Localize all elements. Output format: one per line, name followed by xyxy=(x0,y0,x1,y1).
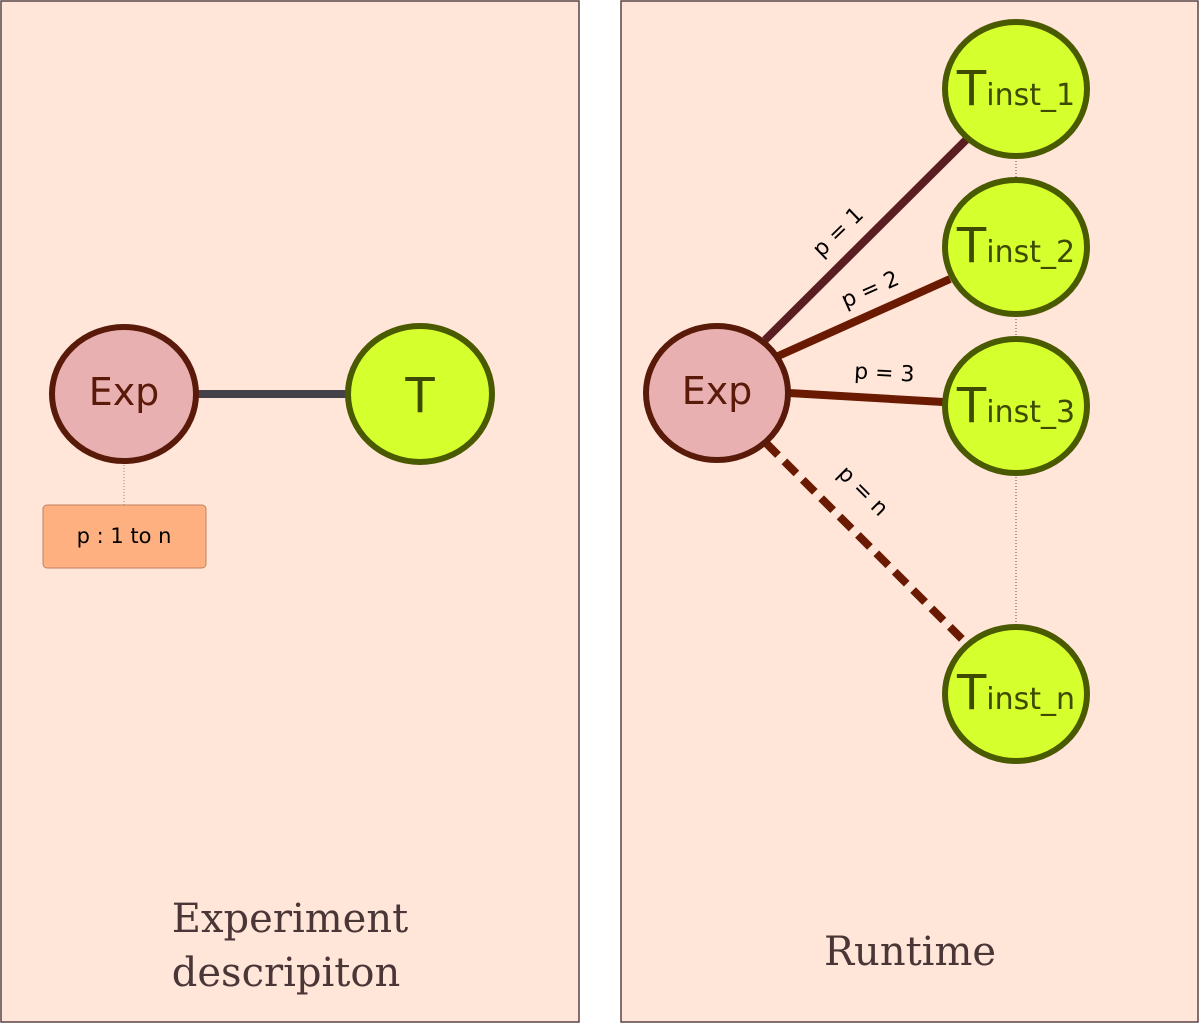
runtime-exp-node xyxy=(643,323,791,463)
task-instance-1-circle xyxy=(942,19,1090,159)
experiment-title-line2: descripiton xyxy=(172,950,400,996)
param-range-label: p : 1 to n xyxy=(77,524,172,548)
runtime-exp-node-label: Exp xyxy=(682,369,753,413)
task-instance-3: Tinst_3 xyxy=(942,336,1090,476)
task-instance-3-sub: inst_3 xyxy=(986,395,1075,430)
task-instance-n-main: T xyxy=(956,665,987,721)
task-instance-2: Tinst_2 xyxy=(942,177,1090,317)
task-instance-3-label: Tinst_3 xyxy=(956,378,1075,434)
param-range-box xyxy=(42,504,207,569)
runtime-title: Runtime xyxy=(824,929,996,975)
edge-p3 xyxy=(788,389,944,406)
runtime-panel: p = 1 p = 2 p = 3 p = n Exp Tinst_1 Tins… xyxy=(620,0,1199,1023)
task-instance-2-circle xyxy=(942,177,1090,317)
task-instance-1-sub: inst_1 xyxy=(986,78,1075,113)
task-instance-2-label: Tinst_2 xyxy=(956,218,1075,274)
task-instance-3-circle xyxy=(942,336,1090,476)
task-instance-n: Tinst_n xyxy=(942,624,1090,764)
right-panel-background xyxy=(620,0,1199,1023)
edge-pn xyxy=(763,440,970,647)
task-instance-n-label: Tinst_n xyxy=(956,665,1075,721)
edge-label-p3: p = 3 xyxy=(854,359,916,387)
edge-p2 xyxy=(774,275,952,361)
experiment-description-panel: Exp T p : 1 to n Experiment descripiton xyxy=(0,0,580,1023)
task-instance-3-main: T xyxy=(956,378,987,434)
task-instance-1: Tinst_1 xyxy=(942,19,1090,159)
task-instance-2-sub: inst_2 xyxy=(986,235,1075,270)
task-instance-1-main: T xyxy=(956,61,987,117)
experiment-title-line1: Experiment xyxy=(172,896,408,942)
edge-p1 xyxy=(762,135,971,343)
task-instance-1-label: Tinst_1 xyxy=(956,61,1075,117)
exp-node-label: Exp xyxy=(89,370,160,414)
task-instance-n-circle xyxy=(942,624,1090,764)
task-node-label: T xyxy=(404,368,435,424)
task-instance-2-main: T xyxy=(956,218,987,274)
exp-node xyxy=(49,324,199,464)
task-instance-n-sub: inst_n xyxy=(986,682,1075,717)
task-node xyxy=(345,323,495,465)
